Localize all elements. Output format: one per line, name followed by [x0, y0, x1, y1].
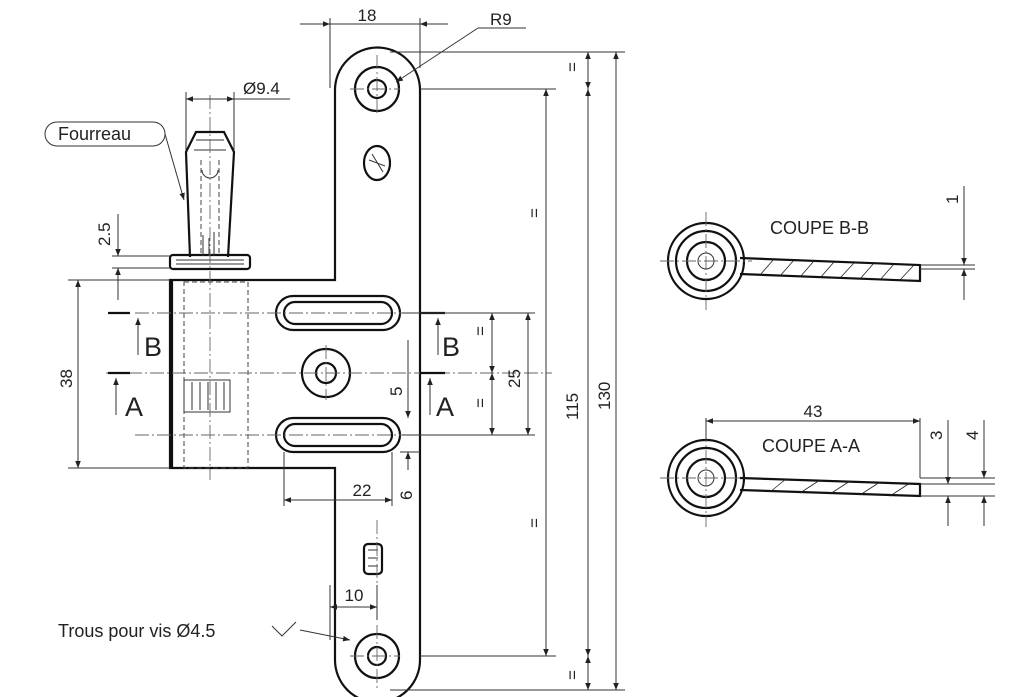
equal-mark-slot-upper: = — [471, 326, 490, 336]
equal-mark-lower: = — [525, 518, 544, 528]
section-aa-view — [660, 418, 995, 527]
dim-6: 6 — [397, 491, 416, 500]
embossed-mark — [362, 542, 384, 576]
dim-25: 25 — [505, 369, 524, 388]
equal-mark-upper: = — [525, 208, 544, 218]
equal-mark-slot-lower: = — [471, 398, 490, 408]
holes-label: Trous pour vis Ø4.5 — [58, 621, 215, 641]
section-indicators — [108, 311, 445, 415]
sleeve-callout-box — [44, 121, 166, 147]
dim-130: 130 — [595, 382, 614, 410]
dim-10: 10 — [345, 586, 364, 605]
section-b-left: B — [144, 332, 162, 362]
dim-2-5: 2.5 — [95, 222, 114, 246]
sleeve-label: Fourreau — [58, 124, 131, 144]
dim-43: 43 — [804, 402, 823, 421]
dim-pin-diameter: Ø9.4 — [243, 79, 280, 98]
dim-aa-3: 3 — [927, 431, 946, 440]
section-bb-view — [660, 186, 975, 310]
dim-aa-4: 4 — [963, 431, 982, 440]
dim-22: 22 — [353, 481, 372, 500]
equal-mark-bottom: = — [563, 670, 582, 680]
dim-115: 115 — [563, 393, 582, 420]
dim-18: 18 — [358, 6, 377, 25]
section-aa-title: COUPE A-A — [762, 436, 860, 456]
section-a-left: A — [125, 392, 143, 422]
hinge-plate — [168, 46, 422, 697]
equal-mark-top: = — [563, 62, 582, 72]
section-a-right: A — [436, 392, 454, 422]
dim-38: 38 — [57, 369, 76, 388]
dim-bb-1: 1 — [943, 195, 962, 204]
dim-radius: R9 — [490, 10, 512, 29]
dim-5: 5 — [387, 387, 406, 396]
logo-mark — [362, 144, 392, 182]
countersink-symbol — [271, 621, 297, 637]
section-b-right: B — [442, 332, 460, 362]
section-bb-title: COUPE B-B — [770, 218, 869, 238]
dimension-lines — [68, 18, 625, 691]
